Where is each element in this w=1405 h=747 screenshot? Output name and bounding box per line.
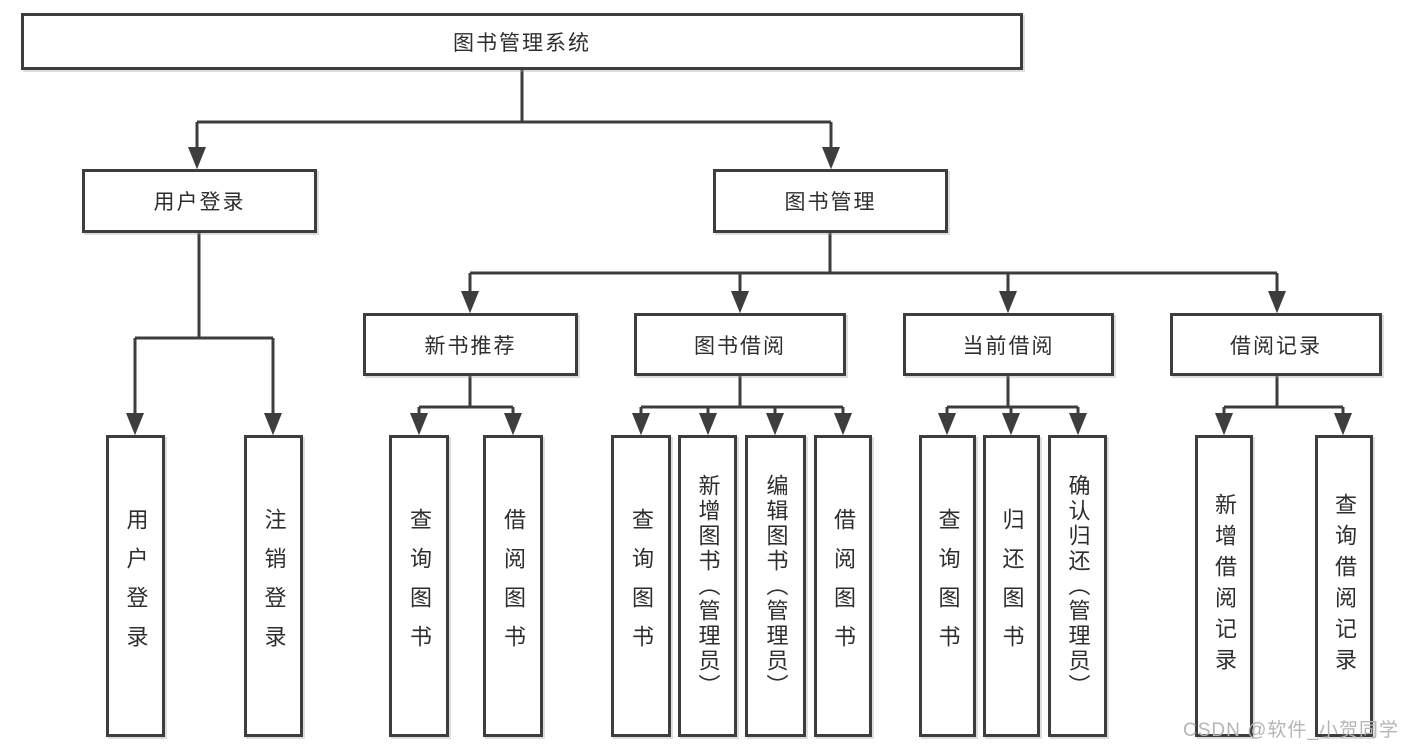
node-label: 查询图书 [407,508,432,664]
node-label: 借阅图书 [501,508,526,664]
connector-skeleton [135,70,1343,409]
leaf-add-borrow-record: 新增借阅记录 [1195,435,1253,737]
node-current-borrowing: 当前借阅 [903,313,1114,376]
node-library-management-system: 图书管理系统 [21,13,1023,70]
leaf-user-login: 用户登录 [106,435,165,737]
leaf-query-book-current: 查询图书 [919,435,976,737]
node-borrowing-records: 借阅记录 [1170,313,1382,376]
leaf-add-book-admin: 新增图书（管理员） [678,435,737,737]
node-label: 新书推荐 [424,334,517,358]
node-label: 查询图书 [629,508,654,664]
node-label: 借阅记录 [1230,334,1322,358]
node-user-login: 用户登录 [82,169,317,233]
node-label: 查询借阅记录 [1332,493,1357,679]
leaf-return-book: 归还图书 [983,435,1040,737]
node-book-management: 图书管理 [713,169,948,233]
node-label: 编辑图书（管理员） [763,473,789,699]
node-label: 用户登录 [123,508,149,664]
node-label: 新增图书（管理员） [695,473,721,699]
node-label: 注销登录 [261,508,287,664]
node-label: 图书管理系统 [453,31,591,55]
leaf-logout: 注销登录 [244,435,303,737]
node-label: 确认归还（管理员） [1065,473,1091,699]
node-book-borrowing: 图书借阅 [634,313,846,376]
node-label: 归还图书 [999,508,1025,664]
node-label: 当前借阅 [962,334,1055,358]
leaf-query-book-newbook: 查询图书 [389,435,449,737]
leaf-borrow-book-newbook: 借阅图书 [483,435,543,737]
node-label: 借阅图书 [831,508,856,664]
node-label: 图书管理 [784,191,877,214]
node-label: 用户登录 [153,191,246,214]
leaf-confirm-return-admin: 确认归还（管理员） [1048,435,1107,737]
node-label: 新增借阅记录 [1212,493,1237,679]
csdn-watermark: CSDN @软件_小贺同学 [1183,720,1399,741]
node-new-book-recommend: 新书推荐 [363,313,578,376]
leaf-query-borrow-record: 查询借阅记录 [1315,435,1373,737]
leaf-borrow-book: 借阅图书 [814,435,872,737]
leaf-query-book-borrowing: 查询图书 [611,435,671,737]
node-label: 图书借阅 [694,334,786,358]
leaf-edit-book-admin: 编辑图书（管理员） [745,435,806,737]
node-label: 查询图书 [935,508,961,664]
